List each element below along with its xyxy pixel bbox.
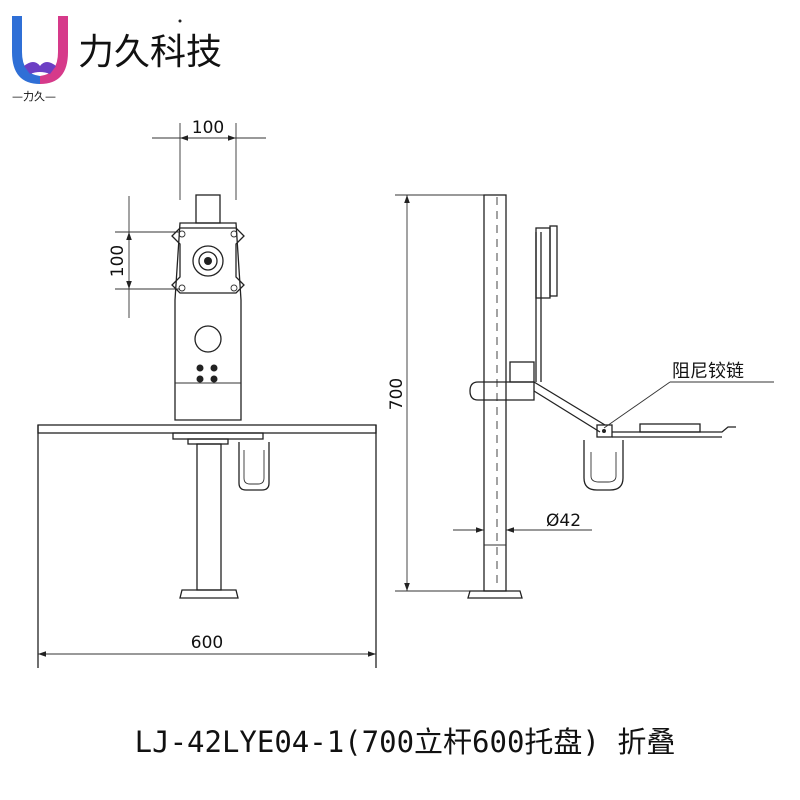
tray-width-dimension: 600 [191,633,223,653]
lower-pole [196,443,222,591]
product-caption: LJ-42LYE04-1(700立杆600托盘) 折叠 [135,725,676,759]
arm-body [174,222,242,421]
pole-cap [195,194,221,224]
damping-hinge [596,424,613,438]
pole-height-dimension: 700 [387,378,407,410]
mount-width-dimension: 100 [192,118,224,138]
front-view: 100 100 [37,118,377,668]
logo-u-right-icon [40,16,68,84]
side-tray [612,426,736,433]
cup-holder [238,442,270,491]
side-view: 700 Ø42 阻尼铰链 [387,194,774,599]
monitor-plate [549,225,558,297]
vesa-plate [171,227,245,294]
collar [469,381,535,401]
hinge-label: 阻尼铰链 [672,361,744,382]
handshake-icon [24,62,56,74]
logo-u-left-icon [12,16,40,84]
tray-top [37,424,377,434]
base-foot [179,589,239,599]
side-cup-holder [583,440,624,491]
brand-name: 力久科技 [78,32,222,73]
brand-tagline: —力久— [12,90,56,103]
brand-logo: 力久科技 —力久— [12,16,222,103]
mount-height-dimension: 100 [108,245,128,277]
side-pole [483,194,507,592]
pole-diameter-dimension: Ø42 [546,511,581,531]
side-base-foot [467,590,523,599]
